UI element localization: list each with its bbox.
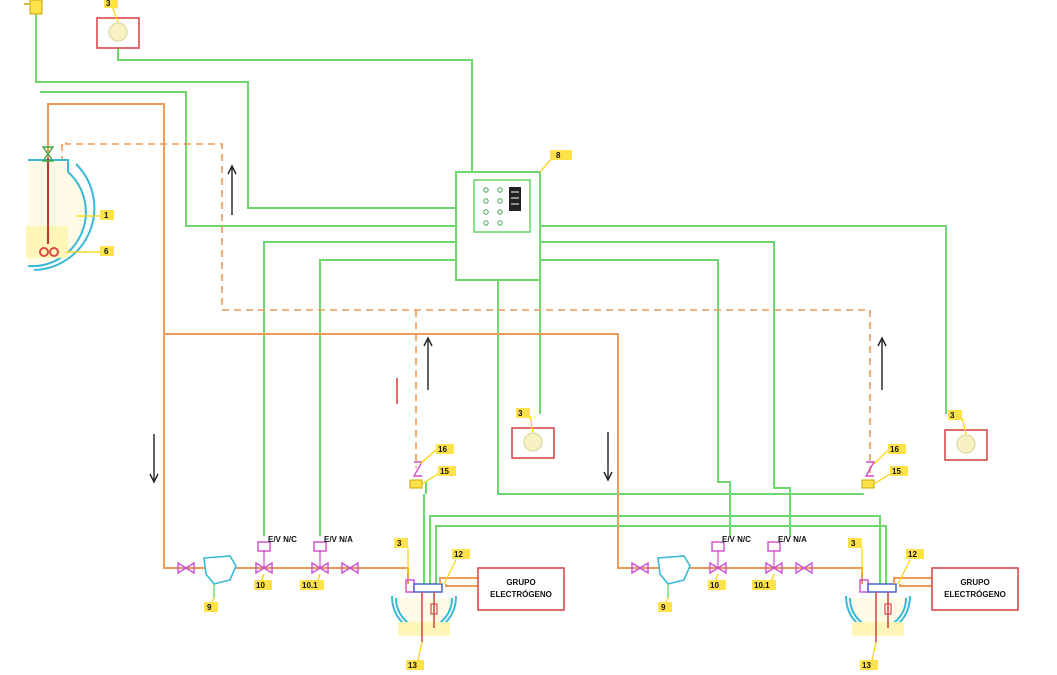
callout-10-left: 10: [256, 581, 265, 590]
ev-nc-label-left: E/V N/C: [268, 535, 297, 544]
signal-line-to-ev-na-a: [319, 259, 456, 536]
generator-labels: GRUPO ELECTRÓGENO GRUPO ELECTRÓGENO: [490, 578, 1006, 599]
ev-na-label-left: E/V N/A: [324, 535, 353, 544]
callout-10-1-right: 10.1: [754, 581, 770, 590]
callout-10-1-left: 10.1: [302, 581, 318, 590]
callout-12-left: 12: [454, 550, 463, 559]
callout-3-tank-left: 3: [397, 539, 402, 548]
signal-line-left-tank-a: [35, 8, 456, 209]
callout-10-right: 10: [710, 581, 719, 590]
generator-left-line2: ELECTRÓGENO: [490, 590, 552, 599]
sensor-top: [96, 17, 140, 49]
signal-line-to-ev-na-b: [540, 259, 731, 536]
sensor-mid: [511, 427, 555, 459]
flow-arrows: [149, 164, 887, 484]
signal-line-to-ev-b: [540, 241, 791, 536]
generator-right-line2: ELECTRÓGENO: [944, 590, 1006, 599]
fuel-return-line: [65, 142, 871, 476]
assembly-left: [177, 461, 565, 642]
sensor-right: [944, 429, 988, 461]
control-panel: [455, 171, 541, 281]
fuel-line-supply-a: [47, 103, 409, 584]
signal-lines: [35, 8, 947, 584]
generator-right-line1: GRUPO: [960, 578, 989, 587]
callout-3-tank-right: 3: [851, 539, 856, 548]
signal-line-bus-tank-b2: [435, 525, 887, 584]
main-tank-left: [26, 146, 96, 271]
signal-line-bus-tank-b: [429, 515, 881, 584]
signal-line-left-tank-b: [40, 91, 456, 227]
ev-na-label-right: E/V N/A: [778, 535, 807, 544]
callout-9-right: 9: [661, 603, 666, 612]
callout-8: 8: [556, 151, 561, 160]
callout-3-right: 3: [950, 411, 955, 420]
callout-16-right: 16: [890, 445, 899, 454]
valve-labels: E/V N/C E/V N/A E/V N/C E/V N/A: [268, 535, 807, 544]
signal-line-top-sensor: [117, 48, 473, 172]
callout-1: 1: [104, 211, 109, 220]
callouts: 3 8 1 6 3 3 16 15 16 15 9 10 10.1 3 12 1…: [100, 0, 962, 670]
callout-15-left: 15: [440, 467, 449, 476]
top-left-valve: [24, 0, 43, 15]
callout-3-top: 3: [106, 0, 111, 8]
callout-16-left: 16: [438, 445, 447, 454]
signal-line-to-ev-a: [263, 241, 456, 536]
fuel-line-supply-b: [164, 333, 863, 584]
callout-13-left: 13: [408, 661, 417, 670]
ev-nc-label-right: E/V N/C: [722, 535, 751, 544]
generator-left-line1: GRUPO: [506, 578, 535, 587]
callout-12-right: 12: [908, 550, 917, 559]
callout-3-mid: 3: [518, 409, 523, 418]
callout-6: 6: [104, 247, 109, 256]
signal-line-to-sensor-right: [540, 225, 947, 414]
assembly-right: [631, 461, 1019, 642]
callout-9-left: 9: [207, 603, 212, 612]
callout-15-right: 15: [892, 467, 901, 476]
signal-line-bus-main: [497, 280, 864, 495]
callout-13-right: 13: [862, 661, 871, 670]
